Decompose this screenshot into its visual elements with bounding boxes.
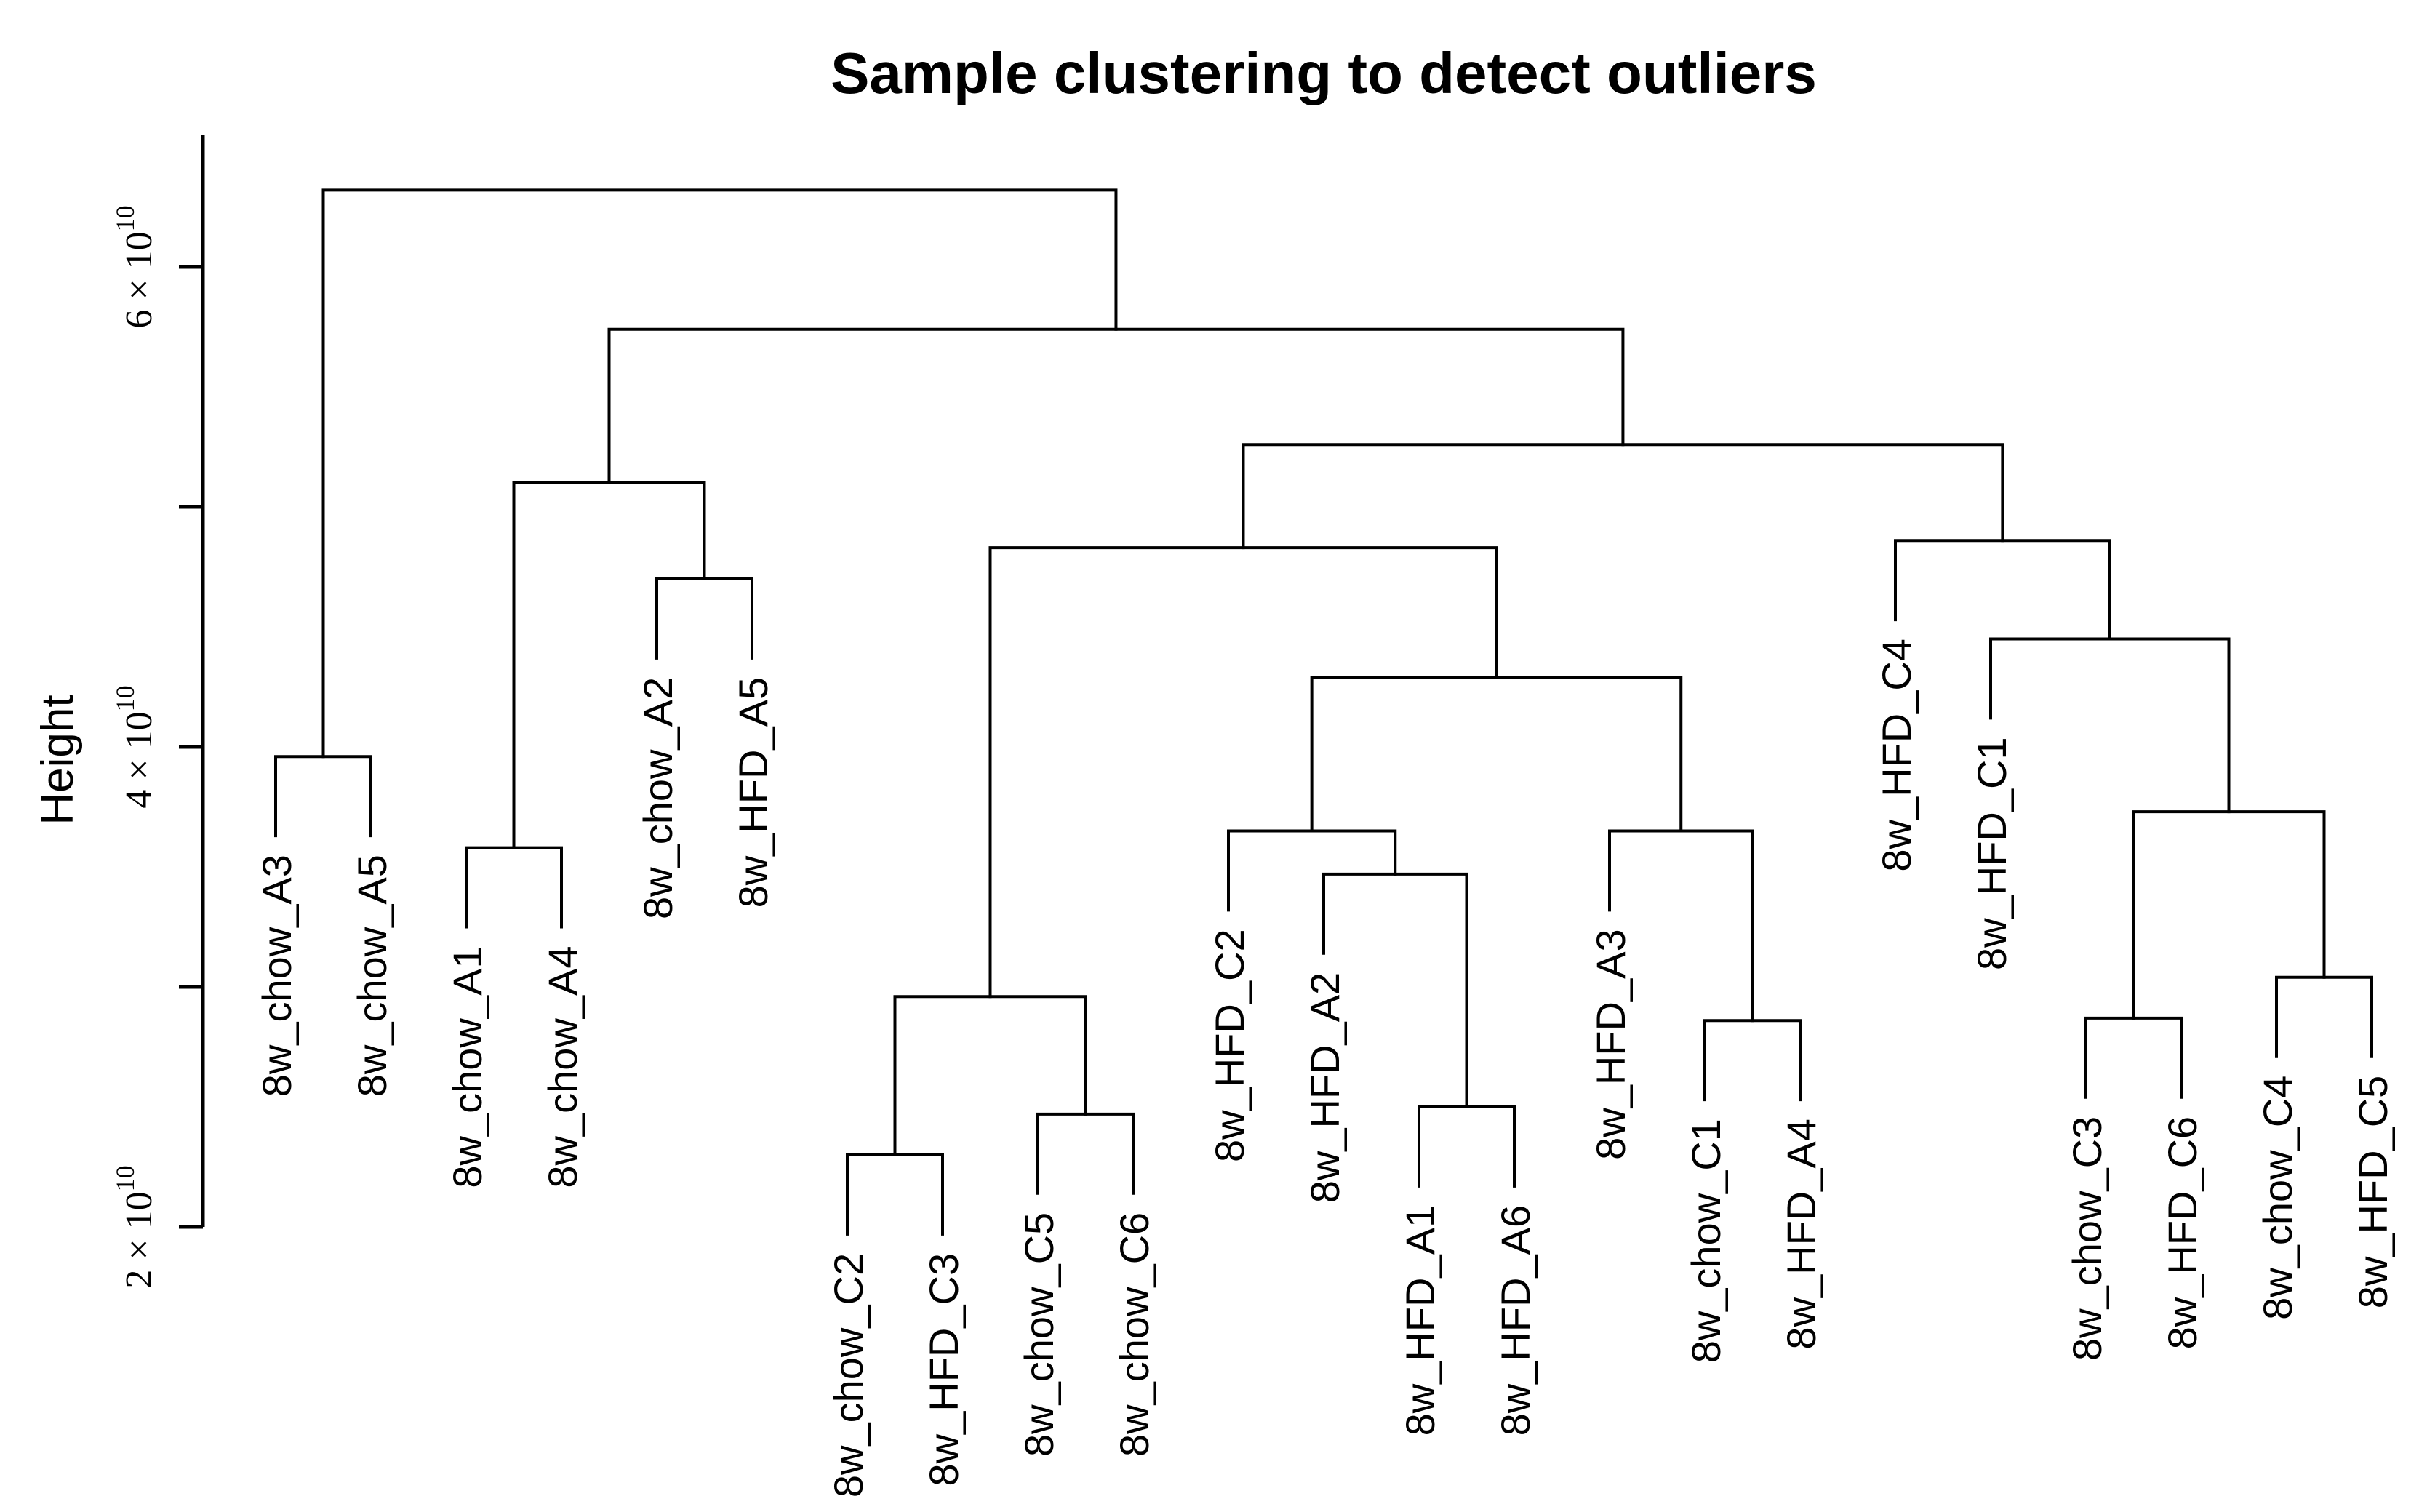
dendrogram-segment [893,995,1087,1156]
leaf-label: 8w_HFD_A1 [1397,1205,1443,1436]
dendrogram-segment [1322,872,1468,1108]
leaf-label: 8w_chow_C4 [2255,1076,2300,1320]
leaf-label: 8w_chow_C2 [825,1253,871,1497]
leaf-label: 8w_HFD_C2 [1207,929,1252,1162]
chart-title: Sample clustering to detect outliers [831,41,1817,105]
dendrogram-segment [846,1153,944,1236]
leaf-labels: 8w_chow_A3 8w_chow_A5 8w_chow_A1 8w_chow_A4… [254,639,2396,1497]
dendrogram-segment [465,846,563,929]
dendrogram-tree [274,188,2373,1236]
dendrogram-segment [1894,539,2111,641]
dendrogram-segment [2275,975,2373,1058]
dendrogram-segment [1227,829,1397,912]
leaf-label: 8w_HFD_A2 [1302,972,1348,1203]
leaf-label: 8w_HFD_C1 [1969,737,2015,970]
leaf-label: 8w_chow_A3 [254,855,300,1097]
dendrogram-segment [1036,1112,1135,1195]
dendrogram-segment [1989,637,2231,814]
leaf-label: 8w_chow_C5 [1016,1212,1062,1457]
dendrogram-segment [1703,1019,1802,1102]
dendrogram-segment [1608,829,1754,1023]
leaf-label: 8w_chow_C6 [1111,1212,1157,1457]
leaf-label: 8w_chow_A5 [349,855,395,1097]
dendrogram-segment [1242,443,2004,550]
dendrogram-segment [2084,1016,2183,1099]
y-axis-tick-label: 4 × 1010 [111,685,160,808]
leaf-label: 8w_HFD_C6 [2159,1116,2205,1350]
dendrogram-segment [321,188,1118,759]
y-axis-title: Height [33,695,83,825]
leaf-label: 8w_HFD_C4 [1874,639,1919,872]
leaf-label: 8w_chow_C3 [2064,1116,2110,1361]
dendrogram-segment [1418,1105,1516,1188]
leaf-label: 8w_HFD_A6 [1492,1205,1538,1436]
dendrogram-segment [607,327,1625,484]
leaf-label: 8w_chow_A2 [635,677,681,919]
dendrogram-segment [2132,810,2326,1020]
dendrogram-segment [274,755,372,838]
leaf-label: 8w_HFD_C5 [2350,1076,2396,1309]
dendrogram-segment [988,546,1498,999]
dendrogram-segment [512,481,706,849]
leaf-label: 8w_HFD_A4 [1778,1119,1824,1349]
leaf-label: 8w_HFD_C3 [921,1253,967,1487]
leaf-label: 8w_chow_C1 [1683,1119,1729,1363]
dendrogram-segment [655,577,753,660]
leaf-label: 8w_chow_A1 [444,946,490,1188]
leaf-label: 8w_chow_A4 [540,946,585,1188]
leaf-label: 8w_HFD_A5 [730,677,776,908]
leaf-label: 8w_HFD_A3 [1588,929,1634,1159]
dendrogram-segment [1310,676,1683,833]
